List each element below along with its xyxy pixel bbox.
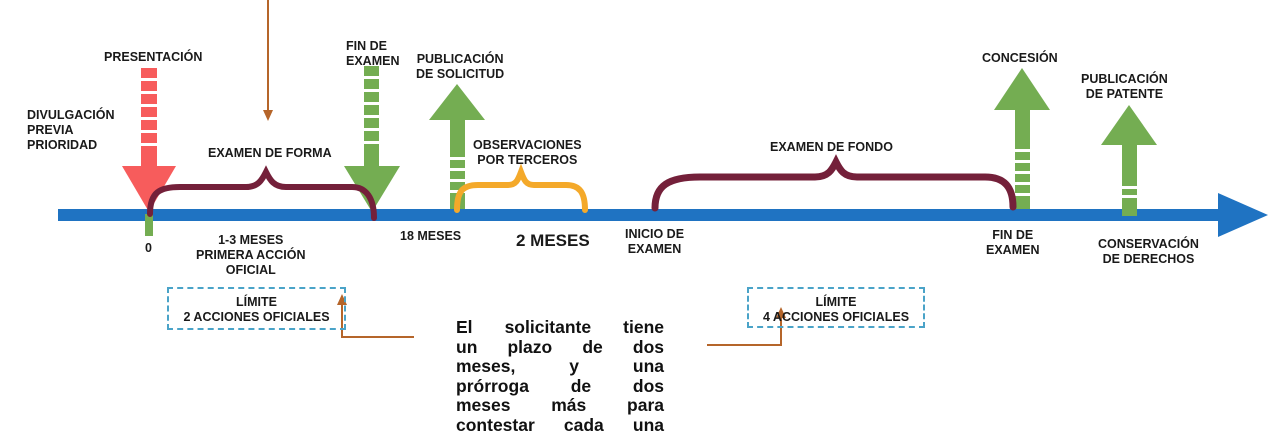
brace-observaciones	[454, 163, 588, 213]
label-publicacion-solicitud: PUBLICACIÓN DE SOLICITUD	[416, 52, 504, 82]
limit-right-text: 4 ACCIONES OFICIALES	[762, 310, 910, 324]
label-18-meses: 18 MESES	[400, 229, 462, 243]
label-conservacion-line-1: CONSERVACIÓN	[1098, 237, 1199, 251]
label-publicacion-patente-line-1: PUBLICACIÓN	[1081, 72, 1168, 86]
label-2-meses: 2 MESES	[516, 231, 590, 250]
label-fin-examen-bottom-line-2: EXAMEN	[986, 243, 1040, 257]
top-pointer-arrow	[263, 0, 273, 121]
label-zero: 0	[145, 241, 152, 255]
presentacion-arrow	[122, 68, 176, 236]
label-presentacion: PRESENTACIÓN	[104, 50, 203, 64]
label-1-3-meses: 1-3 MESES PRIMERA ACCIÓN OFICIAL	[196, 233, 306, 278]
timeline-arrow	[58, 193, 1268, 237]
label-divulgacion-line-3: PRIORIDAD	[27, 138, 98, 152]
limit-left-title: LÍMITE	[236, 295, 277, 309]
note-line-5: meses más para	[456, 395, 664, 415]
limit-left-text: 2 ACCIONES OFICIALES	[183, 310, 330, 324]
label-concesion: CONCESIÓN	[982, 51, 1058, 65]
fin-examen-down-arrow	[344, 66, 400, 212]
right-limit-pointer	[707, 307, 786, 346]
limit-right-title: LÍMITE	[815, 295, 857, 309]
note-line-1: El solicitante tiene	[456, 317, 664, 337]
label-fin-examen-bottom: FIN DE EXAMEN	[986, 228, 1039, 258]
label-divulgacion-line-1: DIVULGACIÓN	[27, 108, 115, 122]
label-observaciones: OBSERVACIONES POR TERCEROS	[473, 138, 582, 168]
label-1-3-meses-line-2: PRIMERA ACCIÓN	[196, 248, 306, 262]
note-line-4: prórroga de dos	[456, 375, 664, 396]
brace-examen-forma	[147, 165, 377, 221]
limit-box-left: LÍMITE 2 ACCIONES OFICIALES	[167, 287, 346, 330]
label-publicacion-patente-line-2: DE PATENTE	[1085, 87, 1164, 101]
label-divulgacion: DIVULGACIÓN PREVIA PRIORIDAD	[27, 108, 115, 153]
label-inicio-examen-line-2: EXAMEN	[627, 242, 682, 256]
note-line-2: un plazo de dos	[456, 336, 664, 357]
label-divulgacion-line-2: PREVIA	[27, 123, 74, 137]
brace-examen-fondo	[651, 154, 1017, 212]
label-publicacion-patente: PUBLICACIÓN DE PATENTE	[1081, 72, 1168, 102]
limit-box-right: LÍMITE 4 ACCIONES OFICIALES	[747, 287, 925, 328]
label-publicacion-solicitud-line-2: DE SOLICITUD	[416, 67, 505, 81]
label-conservacion-line-2: DE DERECHOS	[1102, 252, 1195, 266]
publicacion-patente-up-arrow	[1101, 105, 1157, 216]
label-examen-fondo: EXAMEN DE FONDO	[770, 140, 893, 154]
note-line-3: meses, y una	[456, 356, 664, 376]
label-fin-examen-top-line-1: FIN DE	[346, 39, 387, 53]
note-line-6: contestar cada una	[456, 414, 664, 435]
label-observaciones-line-1: OBSERVACIONES	[473, 138, 582, 152]
label-1-3-meses-line-3: OFICIAL	[225, 263, 276, 277]
label-inicio-examen-line-1: INICIO DE	[625, 227, 685, 241]
concesion-up-arrow	[994, 68, 1050, 209]
plazo-note: El solicitante tiene un plazo de dos mes…	[456, 317, 664, 435]
label-examen-forma: EXAMEN DE FORMA	[208, 146, 332, 160]
label-fin-examen-top-line-2: EXAMEN	[346, 54, 400, 68]
label-publicacion-solicitud-line-1: PUBLICACIÓN	[416, 52, 504, 66]
left-limit-pointer	[337, 294, 414, 338]
label-inicio-examen: INICIO DE EXAMEN	[625, 227, 684, 257]
label-1-3-meses-line-1: 1-3 MESES	[218, 233, 284, 247]
label-conservacion: CONSERVACIÓN DE DERECHOS	[1098, 237, 1199, 267]
label-observaciones-line-2: POR TERCEROS	[477, 153, 578, 167]
label-fin-examen-bottom-line-1: FIN DE	[992, 228, 1034, 242]
label-fin-examen-top: FIN DE EXAMEN	[346, 39, 399, 69]
